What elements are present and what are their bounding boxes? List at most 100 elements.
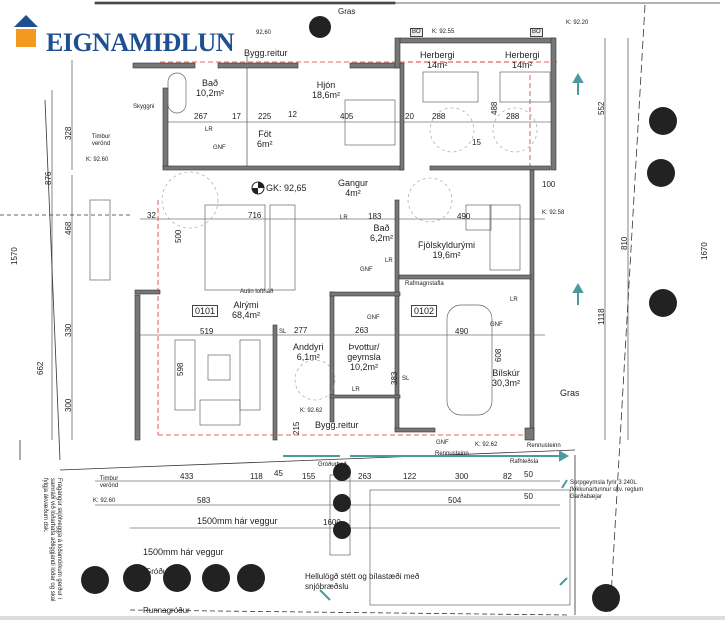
label-gk: GK: 92,65 <box>266 183 307 193</box>
label-rafhledsla: Rafhleðsla <box>510 459 539 465</box>
label-k-9258: K: 92.58 <box>542 210 565 216</box>
tree-icon <box>163 564 191 592</box>
house-logo-icon <box>14 15 38 47</box>
gk-marker <box>251 181 265 195</box>
label-bygg-reitur-top: Bygg.reitur <box>244 48 288 58</box>
parking-area <box>369 489 571 606</box>
dim-183: 183 <box>368 212 382 221</box>
tree-icon <box>81 566 109 594</box>
label-lr-1: LR <box>205 127 213 133</box>
label-k-9260-top: 92,60 <box>256 30 272 36</box>
tree-icon <box>202 564 230 592</box>
dim-468: 468 <box>64 221 73 235</box>
dim-17: 17 <box>232 112 241 121</box>
label-bygg-reitur-bottom: Bygg.reitur <box>315 420 359 430</box>
dim-490a: 490 <box>457 212 471 221</box>
label-gnf-3: GNF <box>367 315 380 321</box>
dim-519: 519 <box>200 327 214 336</box>
sofa-3 <box>489 204 521 271</box>
label-runnagrodur: Runnagróður <box>143 606 190 615</box>
dim-662: 662 <box>36 361 45 375</box>
dim-328: 328 <box>64 126 73 140</box>
tree-icon <box>309 16 331 38</box>
label-skyggni: Skyggni <box>133 104 155 110</box>
dim-50a: 50 <box>524 470 533 479</box>
dimension-lines <box>51 38 629 529</box>
label-k-timbur-1: K: 92.60 <box>86 157 109 163</box>
dim-20: 20 <box>405 112 414 121</box>
label-k-9262a: K: 92.62 <box>300 408 323 414</box>
dim-225: 225 <box>258 112 272 121</box>
kitchen-island <box>269 204 296 291</box>
dim-383: 383 <box>390 371 399 385</box>
label-lr-5: LR <box>352 387 360 393</box>
tree-icon <box>649 289 677 317</box>
tree-icon <box>649 107 677 135</box>
label-k-9255: K: 92.55 <box>432 29 455 35</box>
tree-icon <box>333 521 351 539</box>
label-autin: Autin loftháð <box>240 289 274 295</box>
armchair <box>199 399 241 426</box>
dim-433: 433 <box>180 472 194 481</box>
tree-icon <box>592 584 620 612</box>
table <box>465 204 492 231</box>
dim-118: 118 <box>250 472 263 481</box>
dim-1670: 1670 <box>700 242 709 260</box>
car <box>446 304 493 416</box>
tree-icon <box>333 463 351 481</box>
logo-text: EIGNAMIÐLUN <box>46 28 235 57</box>
tree-icon <box>237 564 265 592</box>
label-timbur-2: Timbur verönd <box>99 476 119 489</box>
sofa-1 <box>174 339 196 411</box>
label-gnf-4: GNF <box>490 322 503 328</box>
label-timbur-1: Timbur verönd <box>91 134 111 147</box>
label-grodurbed-2: Gróðurbeð <box>145 567 184 576</box>
label-lr-3: LR <box>385 258 393 264</box>
label-grodurbed-1: Gróðurbeð <box>318 462 347 468</box>
label-fragangur: Frágangur skjólveggja á lóðamörkum gerðu… <box>42 478 62 602</box>
label-sorp: Sorpgeymsla fyrir 3 240L flokkunartunnur… <box>570 480 644 500</box>
dim-716: 716 <box>248 211 262 220</box>
label-wall-1: 1500mm hár veggur <box>197 516 278 526</box>
dim-82: 82 <box>503 472 512 481</box>
dim-263a: 263 <box>355 326 369 335</box>
planter <box>329 474 351 556</box>
dim-122: 122 <box>403 472 417 481</box>
dim-330: 330 <box>64 323 73 337</box>
label-rennusteinn-2: Rennusteinn <box>435 451 469 457</box>
dim-1600: 1600 <box>323 518 341 527</box>
dim-810: 810 <box>620 236 629 250</box>
dim-12: 12 <box>288 110 297 119</box>
label-bo-2: BO <box>530 28 543 37</box>
label-rafmagnstafla: Rafmagnstafla <box>405 281 444 287</box>
dim-215: 215 <box>292 421 301 435</box>
double-bed <box>344 99 396 146</box>
deck-table <box>89 199 111 281</box>
label-k-9220: K: 92.20 <box>566 20 589 26</box>
label-gras-right: Gras <box>560 388 580 398</box>
walls <box>94 1 557 441</box>
label-sl-1: SL <box>279 329 287 335</box>
dim-405: 405 <box>340 112 354 121</box>
dim-598: 598 <box>176 362 185 376</box>
dim-267: 267 <box>194 112 208 121</box>
horizontal-scrollbar[interactable] <box>0 616 725 620</box>
dim-32: 32 <box>147 211 156 220</box>
label-lr-2: LR <box>340 215 348 221</box>
label-gnf-5: GNF <box>436 440 449 446</box>
dim-1570: 1570 <box>10 247 19 265</box>
dim-288a: 288 <box>432 112 446 121</box>
furniture <box>89 71 571 606</box>
label-gnf-1: GNF <box>213 145 226 151</box>
dim-277: 277 <box>294 326 308 335</box>
dim-300: 300 <box>64 398 73 412</box>
